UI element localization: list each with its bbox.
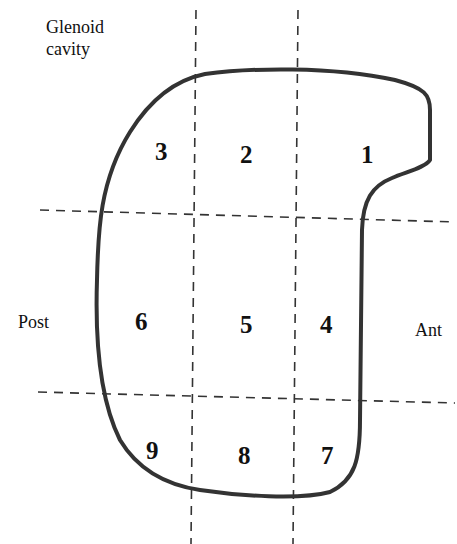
zone-number: 2: [240, 141, 253, 169]
zone-number: 8: [238, 442, 251, 470]
region-title: Glenoid cavity: [46, 16, 124, 60]
glenoid-outline: [97, 69, 430, 496]
zone-number: 7: [321, 442, 334, 470]
zone-number: 1: [361, 141, 374, 169]
direction-label: Post: [18, 312, 49, 333]
zone-number: 5: [240, 311, 253, 339]
direction-label: Ant: [415, 320, 442, 341]
zone-number: 9: [146, 437, 159, 465]
dashed-divider: [191, 10, 196, 544]
zone-number: 3: [155, 138, 168, 166]
dashed-divider: [293, 10, 298, 544]
zone-number: 4: [320, 311, 333, 339]
dashed-divider: [38, 392, 455, 403]
zone-number: 6: [135, 308, 148, 336]
